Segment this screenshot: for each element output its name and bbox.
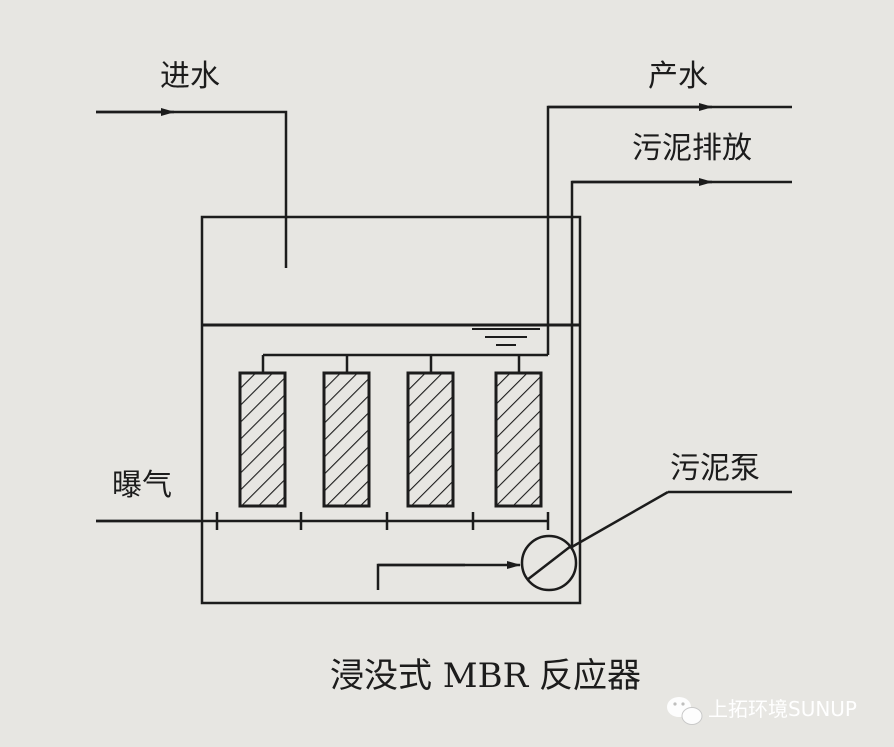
membrane-module-3 [406, 371, 455, 508]
aeration-label: 曝气 [112, 468, 172, 503]
membrane-module-2 [322, 371, 371, 508]
product-label: 产水 [648, 59, 708, 94]
pump-leader-line [569, 490, 669, 550]
aerator-nozzles [215, 512, 550, 530]
diagram-caption: 浸没式 MBR 反应器 [330, 656, 641, 696]
sludge-pump [520, 534, 578, 592]
tank-outline [200, 215, 582, 605]
membrane-module-4 [494, 371, 543, 508]
sludge-discharge-label: 污泥排放 [632, 131, 752, 166]
sludge-pump-label: 污泥泵 [670, 451, 760, 486]
inlet-pipe [96, 110, 288, 268]
wechat-icon [667, 697, 703, 725]
sludge-pump-blade [526, 545, 572, 581]
watermark: 上拓环境SUNUP [667, 697, 857, 725]
module-connectors [261, 355, 521, 373]
water-level-symbol [472, 328, 540, 346]
inlet-label: 进水 [160, 59, 220, 94]
pump-suction-pipe [376, 563, 465, 590]
membrane-module-1 [238, 371, 287, 508]
watermark-text: 上拓环境SUNUP [708, 697, 857, 721]
